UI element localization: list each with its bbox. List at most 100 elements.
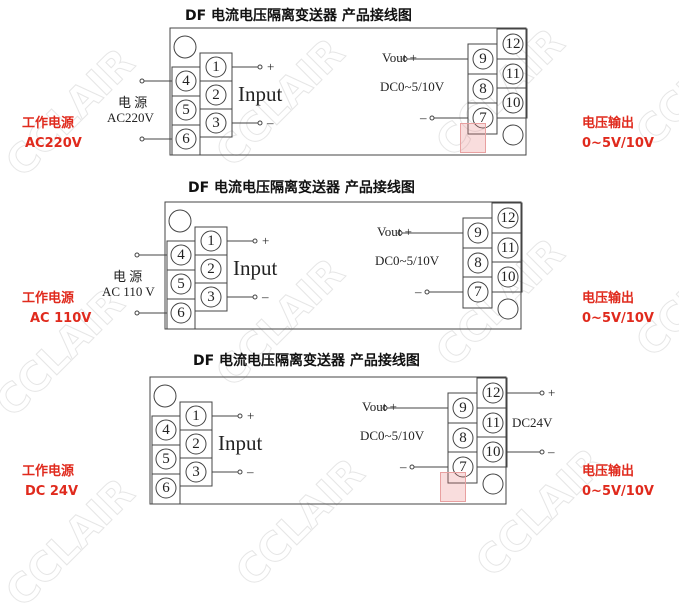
wire-end bbox=[134, 310, 140, 316]
power-label: 电 源 bbox=[113, 269, 143, 284]
terminal-4-ring bbox=[170, 244, 192, 266]
terminal-7-number: 7 bbox=[479, 110, 487, 126]
terminal-5-number: 5 bbox=[177, 276, 185, 292]
wire-end bbox=[237, 469, 243, 475]
wire-end bbox=[409, 464, 415, 470]
input-terminal-block bbox=[179, 401, 213, 487]
power-note-title: 工作电源 bbox=[22, 116, 75, 131]
power-note-value: AC 110V bbox=[30, 311, 92, 326]
terminal-11-number: 11 bbox=[485, 415, 501, 431]
terminal-10-ring bbox=[502, 92, 524, 114]
output-range-label: DC0~5/10V bbox=[360, 428, 425, 443]
module-body bbox=[149, 376, 507, 505]
terminal-10-number: 10 bbox=[485, 444, 501, 460]
wire-end bbox=[139, 136, 145, 142]
terminal-9-ring bbox=[467, 222, 489, 244]
vout-label: Vout + bbox=[382, 50, 417, 65]
input-label: Input bbox=[218, 431, 263, 455]
terminal-4-ring bbox=[155, 419, 177, 441]
mounting-hole bbox=[173, 35, 197, 59]
terminal-5-number: 5 bbox=[182, 102, 190, 118]
output-minus-sign: – bbox=[400, 459, 407, 474]
mounting-hole bbox=[502, 124, 524, 146]
wire-end bbox=[139, 78, 145, 84]
terminal-1-ring bbox=[185, 405, 207, 427]
input-terminal-block bbox=[199, 52, 233, 138]
watermark: CCLAIR bbox=[627, 9, 679, 157]
terminal-2-ring bbox=[200, 258, 222, 280]
output-note-value: 0~5V/10V bbox=[582, 484, 654, 499]
terminal-7-number: 7 bbox=[459, 459, 467, 475]
terminal-6-ring bbox=[175, 128, 197, 150]
terminal-2-number: 2 bbox=[192, 436, 200, 452]
terminal-8-ring bbox=[472, 78, 494, 100]
red-stamp bbox=[440, 472, 466, 502]
watermark: CCLAIR bbox=[627, 219, 679, 367]
diagram-lines bbox=[134, 201, 523, 330]
terminal-8-ring bbox=[467, 252, 489, 274]
output-range-label: DC0~5/10V bbox=[380, 79, 445, 94]
wire-end bbox=[252, 294, 258, 300]
output-note-title: 电压输出 bbox=[582, 464, 635, 479]
terminal-5-number: 5 bbox=[162, 451, 170, 467]
input-plus-sign: + bbox=[247, 408, 255, 423]
terminal-2-number: 2 bbox=[212, 87, 220, 103]
wire-end bbox=[257, 120, 263, 126]
terminal-10-ring bbox=[497, 266, 519, 288]
input-plus-sign: + bbox=[262, 233, 270, 248]
terminal-3-ring bbox=[200, 286, 222, 308]
terminal-12-ring bbox=[497, 207, 519, 229]
wire-end bbox=[397, 230, 403, 236]
input-label: Input bbox=[233, 256, 278, 280]
input-minus-sign: – bbox=[247, 464, 254, 479]
aux-plus-sign: + bbox=[548, 385, 556, 400]
aux-terminal-block bbox=[476, 377, 508, 468]
input-minus-sign: – bbox=[267, 115, 274, 130]
output-note-value: 0~5V/10V bbox=[582, 311, 654, 326]
terminal-10-number: 10 bbox=[500, 269, 516, 285]
output-note-value: 0~5V/10V bbox=[582, 136, 654, 151]
terminal-8-number: 8 bbox=[474, 255, 482, 271]
terminal-5-ring bbox=[155, 448, 177, 470]
mounting-hole bbox=[153, 384, 177, 408]
aux-minus-sign: – bbox=[548, 444, 555, 459]
diagram-title: DF 电流电压隔离变送器 产品接线图 bbox=[188, 180, 415, 196]
terminal-4-number: 4 bbox=[177, 247, 185, 263]
mounting-hole bbox=[482, 473, 504, 495]
terminal-11-number: 11 bbox=[500, 240, 516, 256]
output-note-title: 电压输出 bbox=[582, 116, 635, 131]
terminal-3-ring bbox=[205, 112, 227, 134]
input-label: Input bbox=[238, 82, 283, 106]
terminal-1-number: 1 bbox=[212, 59, 220, 75]
power-value: AC220V bbox=[107, 110, 154, 125]
terminal-6-ring bbox=[170, 302, 192, 324]
power-note-value: DC 24V bbox=[25, 484, 79, 499]
terminal-8-ring bbox=[452, 427, 474, 449]
mounting-hole bbox=[497, 298, 519, 320]
terminal-7-ring bbox=[467, 281, 489, 303]
terminal-12-number: 12 bbox=[500, 210, 516, 226]
output-range-label: DC0~5/10V bbox=[375, 253, 440, 268]
terminal-9-number: 9 bbox=[459, 400, 467, 416]
terminal-6-number: 6 bbox=[182, 131, 190, 147]
power-note-value: AC220V bbox=[25, 136, 82, 151]
aux-voltage-label: DC24V bbox=[512, 415, 553, 430]
aux-terminal-block bbox=[496, 28, 528, 119]
output-minus-sign: – bbox=[420, 110, 427, 125]
wire-end bbox=[257, 64, 263, 70]
terminal-6-ring bbox=[155, 477, 177, 499]
red-stamp bbox=[460, 123, 486, 153]
terminal-3-ring bbox=[185, 461, 207, 483]
terminal-11-ring bbox=[497, 237, 519, 259]
power-note-title: 工作电源 bbox=[22, 291, 75, 306]
terminal-9-ring bbox=[472, 48, 494, 70]
terminal-11-ring bbox=[502, 63, 524, 85]
terminal-11-number: 11 bbox=[505, 66, 521, 82]
terminal-4-number: 4 bbox=[182, 73, 190, 89]
terminal-12-number: 12 bbox=[485, 385, 501, 401]
terminal-4-ring bbox=[175, 70, 197, 92]
wire-end bbox=[237, 413, 243, 419]
terminal-8-number: 8 bbox=[459, 430, 467, 446]
terminal-2-ring bbox=[205, 84, 227, 106]
